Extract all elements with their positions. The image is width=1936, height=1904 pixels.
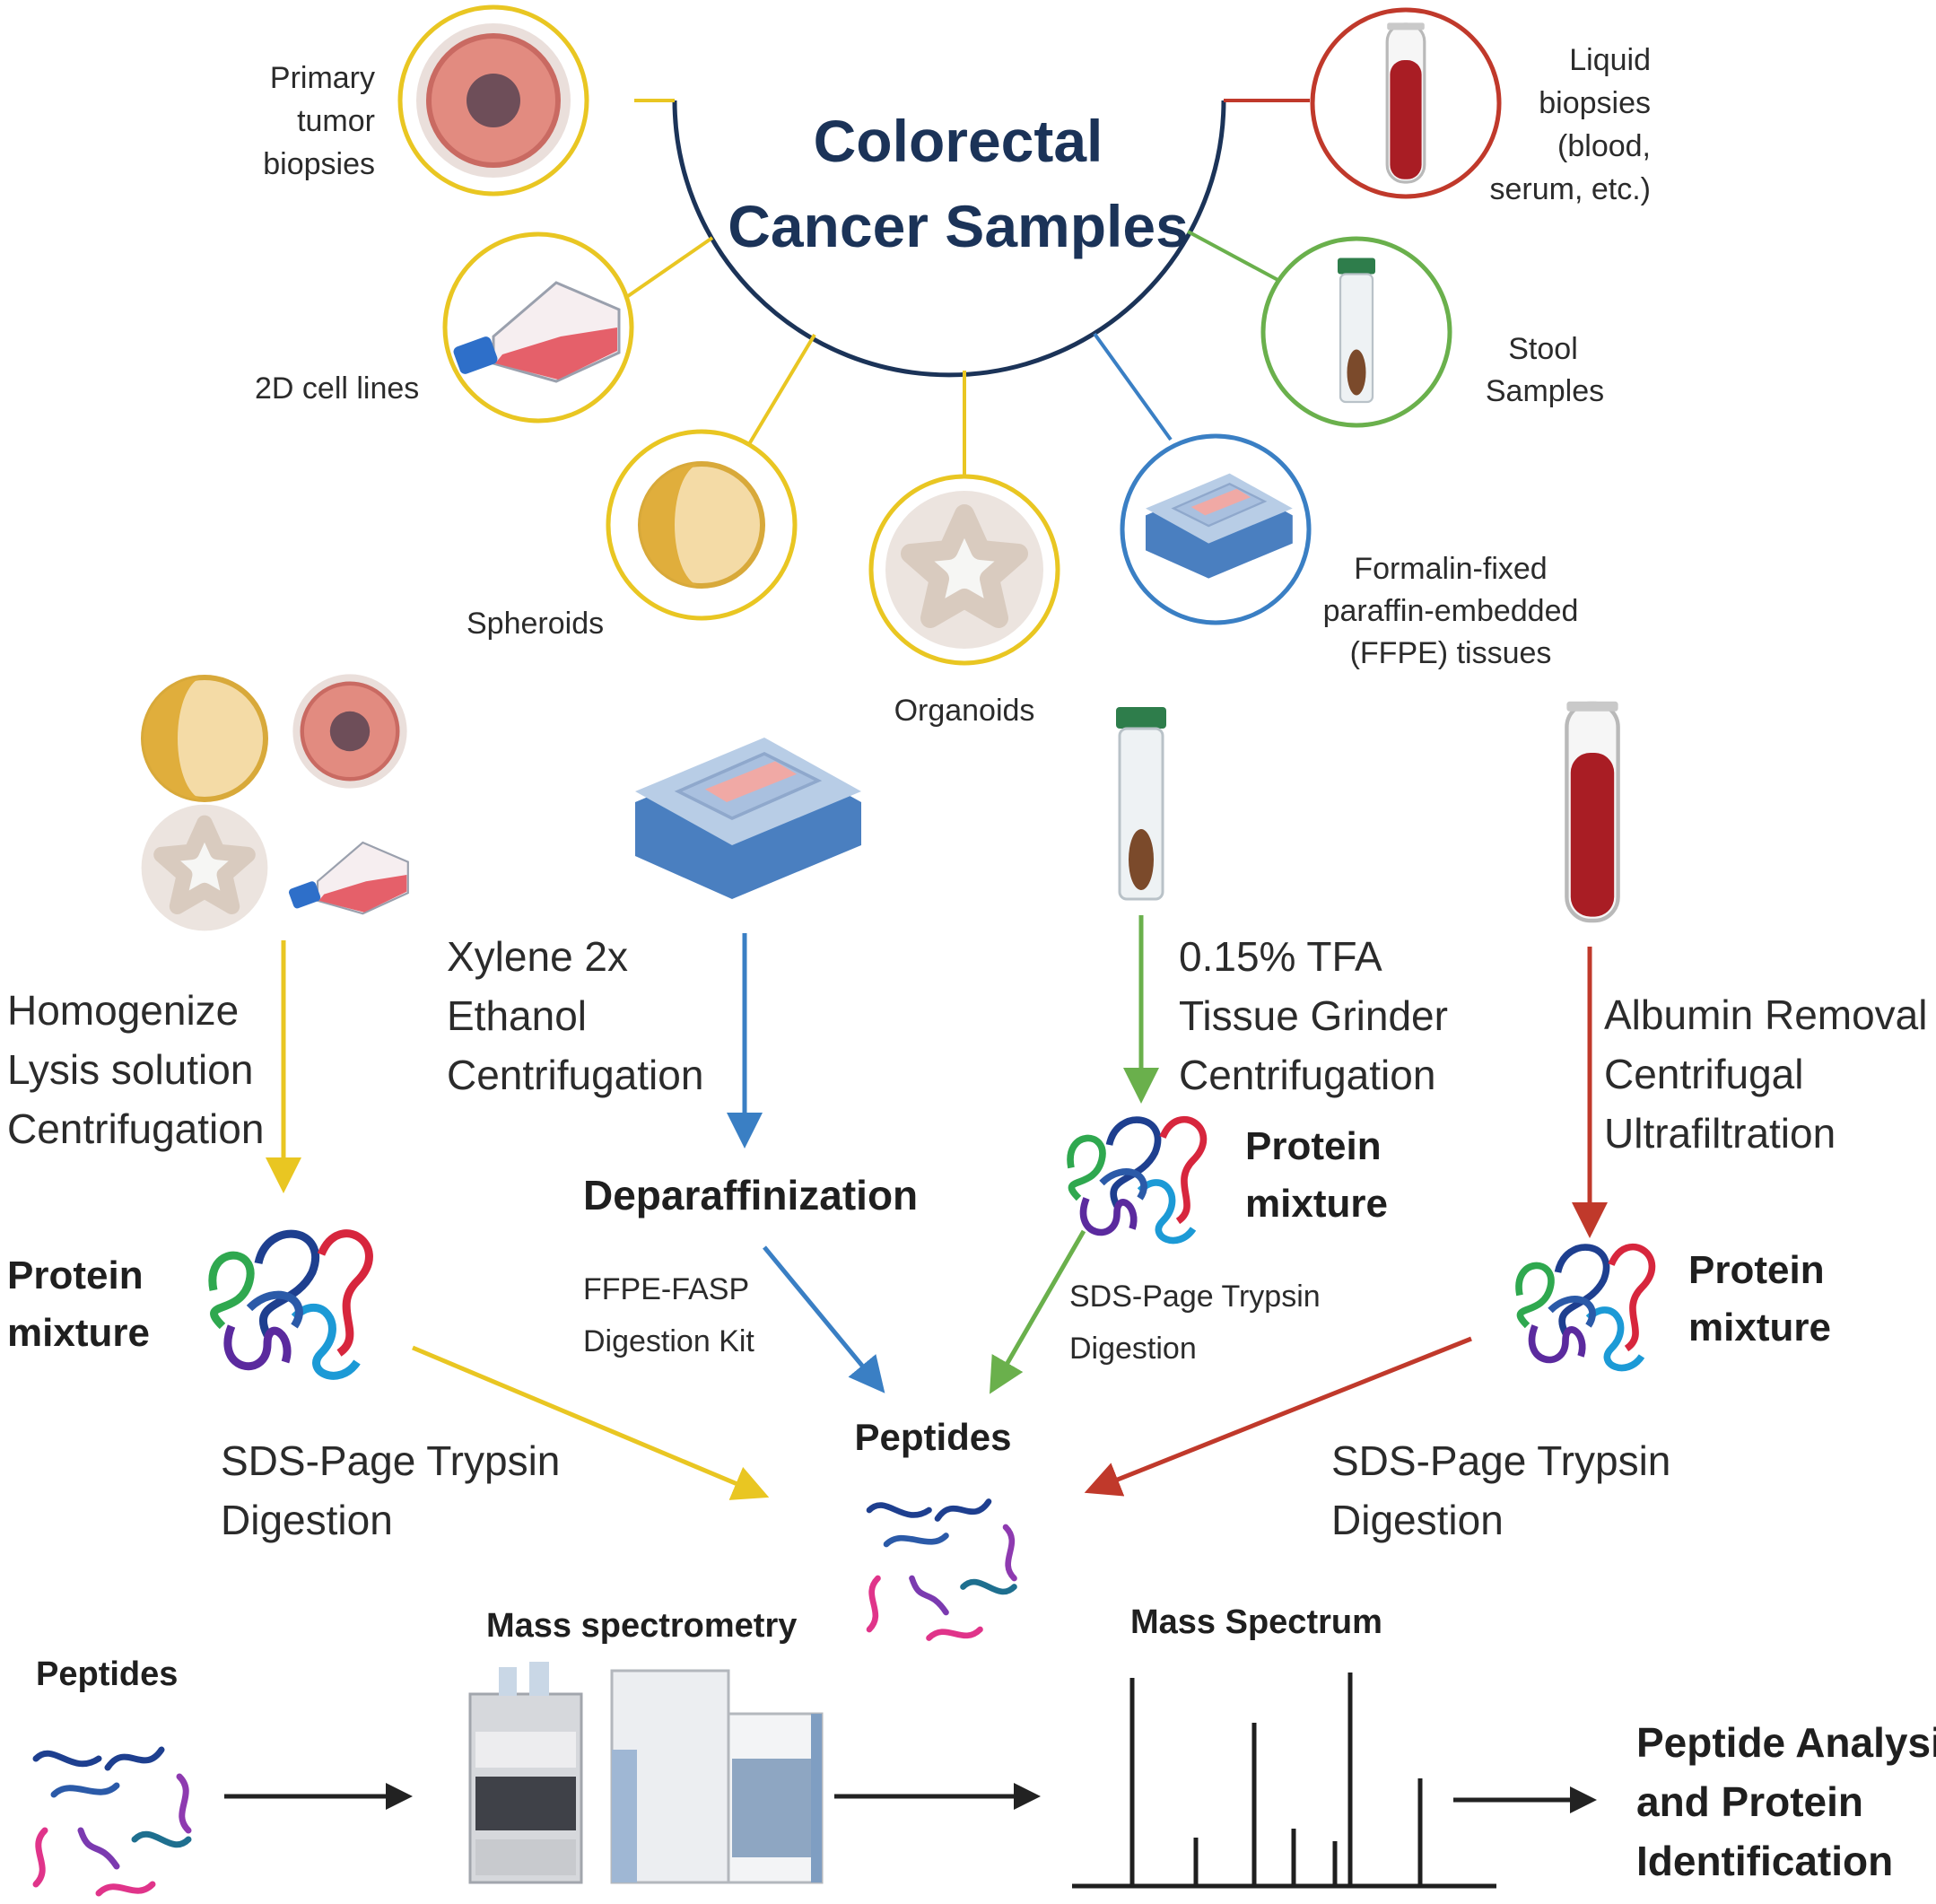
protein-mixture-1-label: Protein bbox=[7, 1253, 144, 1297]
blood-tube-icon bbox=[1310, 7, 1502, 199]
label-organoids: Organoids bbox=[894, 694, 1035, 728]
kit-label-2: Digestion Kit bbox=[583, 1324, 754, 1358]
organoid-icon bbox=[868, 474, 1060, 666]
label-primary-3: biopsies bbox=[263, 147, 375, 181]
spheroid-icon bbox=[606, 429, 798, 621]
result-line-1: Peptide Analysis bbox=[1636, 1719, 1936, 1766]
protein-mixture-1-label-2: mixture bbox=[7, 1311, 150, 1355]
label-cell-lines: 2D cell lines bbox=[255, 371, 419, 406]
protein-mixture-2-label-2: mixture bbox=[1245, 1182, 1388, 1226]
blood-step-2: Centrifugal bbox=[1604, 1051, 1803, 1097]
stool-step-1: 0.15% TFA bbox=[1179, 933, 1382, 980]
label-liquid-2: biopsies bbox=[1539, 86, 1651, 120]
blood-tube-large-icon bbox=[1566, 702, 1618, 921]
label-ffpe-1: Formalin-fixed bbox=[1354, 552, 1547, 586]
kit-label-1: FFPE-FASP bbox=[583, 1272, 749, 1306]
sample-arc bbox=[672, 100, 1226, 378]
mass-spec-label: Mass spectrometry bbox=[486, 1607, 797, 1645]
ffpe-step-1: Xylene 2x bbox=[447, 933, 628, 980]
stool-step-2: Tissue Grinder bbox=[1179, 992, 1448, 1039]
cells-digestion-2: Digestion bbox=[221, 1497, 393, 1543]
protein-mixture-1-icon bbox=[213, 1234, 370, 1376]
ffpe-step-2: Ethanol bbox=[447, 992, 587, 1039]
stool-tube-large-icon bbox=[1114, 705, 1168, 901]
label-primary-2: tumor bbox=[297, 104, 375, 138]
cells-step-3: Centrifugation bbox=[7, 1105, 264, 1152]
label-liquid-4: serum, etc.) bbox=[1490, 172, 1651, 206]
mass-spectrometer-icon bbox=[468, 1662, 824, 1884]
protein-mixture-3-icon bbox=[1519, 1247, 1652, 1368]
label-ffpe-3: (FFPE) tissues bbox=[1350, 636, 1552, 670]
cell-flask-icon bbox=[442, 231, 634, 424]
peptides-center-icon bbox=[869, 1502, 1015, 1638]
label-spheroids: Spheroids bbox=[467, 607, 604, 641]
cells-step-2: Lysis solution bbox=[7, 1046, 253, 1093]
blood-digestion-1: SDS-Page Trypsin bbox=[1331, 1437, 1670, 1484]
ffpe-slide-icon bbox=[1120, 433, 1312, 625]
blood-digestion-2: Digestion bbox=[1331, 1497, 1504, 1543]
main-title-line2: Cancer Samples bbox=[728, 193, 1189, 259]
blood-step-1: Albumin Removal bbox=[1604, 991, 1927, 1038]
mass-spectrum-label: Mass Spectrum bbox=[1130, 1603, 1382, 1641]
label-liquid-3: (blood, bbox=[1557, 129, 1651, 163]
label-liquid-1: Liquid bbox=[1569, 43, 1651, 77]
result-line-3: Identification bbox=[1636, 1838, 1893, 1884]
protein-mixture-2-icon bbox=[1070, 1120, 1203, 1241]
stool-digestion-2: Digestion bbox=[1069, 1332, 1197, 1366]
peptides-bottom-label: Peptides bbox=[36, 1655, 178, 1693]
peptides-center-label: Peptides bbox=[854, 1416, 1011, 1458]
deparaffinization-label: Deparaffinization bbox=[583, 1172, 918, 1218]
primary-tumor-icon bbox=[397, 4, 589, 197]
stool-step-3: Centrifugation bbox=[1179, 1052, 1435, 1098]
protein-mixture-2-label: Protein bbox=[1245, 1124, 1382, 1168]
ffpe-step-3: Centrifugation bbox=[447, 1052, 703, 1098]
label-ffpe-2: paraffin-embedded bbox=[1323, 594, 1579, 628]
label-stool-1: Stool bbox=[1508, 332, 1578, 366]
stool-digestion-1: SDS-Page Trypsin bbox=[1069, 1280, 1321, 1314]
mass-spectrum-plot bbox=[1072, 1673, 1496, 1889]
blood-step-3: Ultrafiltration bbox=[1604, 1110, 1836, 1157]
peptides-bottom-icon bbox=[36, 1750, 188, 1893]
protein-mixture-3-label: Protein bbox=[1688, 1248, 1825, 1292]
label-primary-1: Primary bbox=[270, 61, 375, 95]
label-stool-2: Samples bbox=[1486, 374, 1604, 408]
protein-mixture-3-label-2: mixture bbox=[1688, 1306, 1831, 1349]
ffpe-slide-large-icon bbox=[633, 736, 863, 901]
main-title: Colorectal bbox=[814, 108, 1103, 174]
cells-step-1: Homogenize bbox=[7, 987, 239, 1034]
stool-tube-icon bbox=[1260, 236, 1452, 428]
cells-digestion-1: SDS-Page Trypsin bbox=[221, 1437, 560, 1484]
result-line-2: and Protein bbox=[1636, 1778, 1863, 1825]
cell-samples-cluster bbox=[142, 674, 409, 930]
